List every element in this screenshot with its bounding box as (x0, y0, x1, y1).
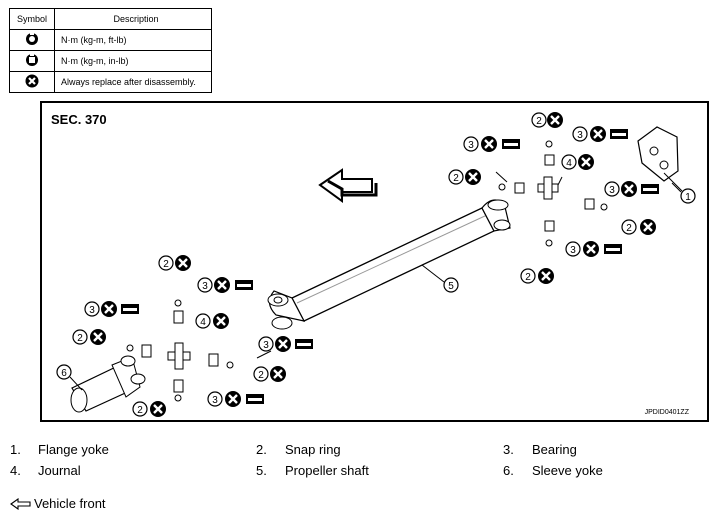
flange-yoke (637, 126, 683, 192)
legend-label: Journal (38, 463, 81, 478)
legend-num: 3. (503, 442, 514, 457)
figure-code: JPDID0401ZZ (644, 409, 689, 416)
svg-text:2: 2 (525, 272, 531, 283)
svg-text:6: 6 (61, 368, 67, 379)
legend-num: 4. (10, 463, 21, 478)
svg-text:3: 3 (577, 130, 583, 141)
svg-text:3: 3 (89, 305, 95, 316)
callout-numbers: 2 3 3 4 2 3 2 3 2 1 5 2 3 3 4 2 3 2 3 2 6 (61, 116, 691, 416)
always-replace-icon (9, 71, 55, 93)
svg-text:3: 3 (609, 185, 615, 196)
svg-text:2: 2 (137, 405, 143, 416)
svg-text:2: 2 (163, 259, 169, 270)
legend-label: Snap ring (285, 442, 341, 457)
vehicle-front-arrow (318, 168, 378, 203)
svg-text:3: 3 (570, 245, 576, 256)
rear-journal (498, 140, 608, 247)
sleeve-yoke (70, 355, 146, 413)
svg-text:2: 2 (258, 370, 264, 381)
svg-text:4: 4 (566, 158, 572, 169)
svg-text:2: 2 (626, 223, 632, 234)
svg-text:5: 5 (448, 281, 454, 292)
legend-label: Bearing (532, 442, 577, 457)
legend-num: 2. (256, 442, 267, 457)
symbol-description: N·m (kg-m, in-lb) (54, 50, 212, 72)
symbol-description: N·m (kg-m, ft-lb) (54, 29, 212, 51)
symbol-table: Symbol Description N·m (kg-m, ft-lb) N·m… (9, 8, 212, 93)
rear-callouts (421, 110, 696, 293)
svg-text:2: 2 (453, 173, 459, 184)
svg-text:2: 2 (77, 333, 83, 344)
legend-label: Sleeve yoke (532, 463, 603, 478)
svg-text:1: 1 (685, 192, 691, 203)
svg-text:4: 4 (200, 317, 206, 328)
svg-text:3: 3 (202, 281, 208, 292)
description-header: Description (54, 8, 212, 30)
svg-text:3: 3 (468, 140, 474, 151)
legend-num: 6. (503, 463, 514, 478)
symbol-header: Symbol (9, 8, 55, 30)
front-arrow-icon (10, 497, 31, 510)
section-label: SEC. 370 (51, 112, 107, 127)
exploded-diagram: SEC. 370 (40, 101, 709, 422)
vehicle-front-label: Vehicle front (34, 496, 106, 511)
svg-text:3: 3 (212, 395, 218, 406)
vehicle-front-note: Vehicle front (10, 496, 106, 511)
legend-num: 1. (10, 442, 21, 457)
propeller-shaft-drawing: 2 3 3 4 2 3 2 3 2 1 5 2 3 3 4 2 3 2 3 2 6 (56, 110, 696, 419)
legend-label: Propeller shaft (285, 463, 369, 478)
front-callouts (56, 253, 313, 419)
propeller-shaft (267, 199, 511, 330)
front-journal (126, 299, 234, 402)
symbol-description: Always replace after disassembly. (54, 71, 212, 93)
legend-num: 5. (256, 463, 267, 478)
svg-text:3: 3 (263, 340, 269, 351)
legend-label: Flange yoke (38, 442, 109, 457)
torque-wrench-inlb-icon (9, 50, 55, 72)
torque-wrench-icon (9, 29, 55, 51)
svg-text:2: 2 (536, 116, 542, 127)
